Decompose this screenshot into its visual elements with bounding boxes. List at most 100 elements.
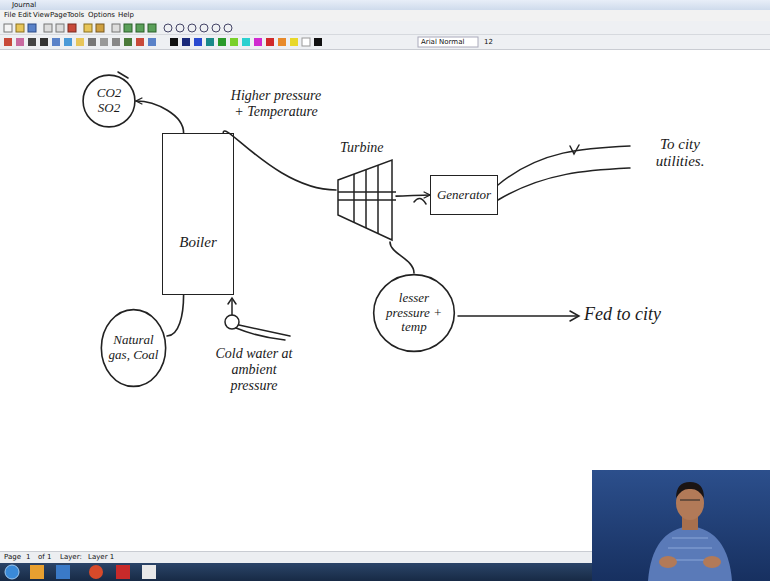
steam-note: Higher pressure + Temperature: [226, 88, 326, 120]
decor-shape: [4, 38, 12, 46]
diagram-wires: [118, 72, 630, 340]
feed-arrow: [458, 315, 578, 317]
taskbar-icons: [5, 565, 156, 579]
decor-shape: [116, 565, 130, 579]
fuel-circle: Natural gas, Coal: [100, 308, 167, 388]
turbine-shaft: [338, 199, 396, 201]
decor-shape: [254, 38, 262, 46]
decor-shape: [148, 38, 156, 46]
window-title: Journal: [12, 1, 36, 9]
menu-item: Options: [88, 11, 115, 19]
decor-shape: [4, 24, 12, 32]
decor-shape: [64, 38, 72, 46]
text-wrap: Natural gas, Coal: [100, 308, 167, 388]
decor-shape: [44, 24, 52, 32]
menu-item: Page: [50, 11, 67, 19]
decor-shape: [703, 556, 721, 568]
decor-shape: [16, 24, 24, 32]
pump-symbol: [225, 315, 239, 329]
pipe-connector: [223, 131, 336, 190]
exhaust-steam-circle: lesser pressure + temp: [372, 273, 456, 353]
decor-shape: [266, 38, 274, 46]
menu-bar: [0, 10, 770, 21]
status-text: 1: [26, 553, 30, 561]
decor-shape: [136, 38, 144, 46]
decor-shape: [592, 470, 770, 581]
decor-shape: [89, 565, 103, 579]
water-note: Cold water at ambient pressure: [208, 346, 300, 394]
menu-item: View: [33, 11, 50, 19]
city-note: Fed to city: [584, 304, 661, 325]
boiler-box: Boiler: [162, 133, 234, 295]
pipe-connector: [390, 242, 414, 273]
node-text: Generator: [437, 188, 491, 203]
feed-arrowhead: [570, 311, 579, 321]
decor-shape: [659, 556, 677, 568]
decor-shape: [112, 38, 120, 46]
decor-shape: [242, 38, 250, 46]
turbine-blade: [377, 165, 379, 233]
decor-shape: [148, 24, 156, 32]
toolbar-icons: [4, 24, 232, 32]
menu-item: Help: [118, 11, 134, 19]
decor-shape: [314, 38, 322, 46]
decor-shape: [56, 24, 64, 32]
circle-outline: [83, 75, 135, 127]
power-wire: [498, 168, 630, 200]
decor-shape: [676, 482, 704, 498]
turbine-blade: [365, 170, 367, 228]
decor-shape: [136, 24, 144, 32]
decor-shape: [680, 499, 700, 500]
decor-shape: [230, 38, 238, 46]
turbine-blade: [353, 174, 355, 222]
power-wire: [498, 146, 630, 185]
title-bar: [0, 0, 770, 10]
node-heading: Turbine: [340, 140, 384, 156]
decor-shape: [418, 37, 478, 47]
status-text: Layer:: [60, 553, 82, 561]
turbine-outline: [338, 160, 396, 240]
decor-shape: [648, 526, 732, 581]
node-text: Boiler: [179, 234, 217, 251]
decor-shape: [84, 24, 92, 32]
decor-shape: [88, 38, 96, 46]
menu-item: File: [4, 11, 16, 19]
turbine-shape: Turbine: [336, 140, 396, 242]
turbine-shaft: [338, 191, 396, 193]
decor-shape: [302, 38, 310, 46]
decor-shape: [68, 24, 76, 32]
status-text: Page: [4, 553, 21, 561]
inlet-pipe: [236, 328, 285, 340]
circle-outline: [374, 275, 455, 352]
decor-shape: [224, 24, 232, 32]
circle-outline: [101, 310, 165, 387]
decor-shape: [56, 565, 70, 579]
decor-shape: [52, 38, 60, 46]
pipe-connector: [396, 195, 430, 196]
decor-shape: [176, 24, 184, 32]
decor-shape: [212, 24, 220, 32]
node-text: CO2 SO2: [89, 86, 129, 116]
pen-tools: [4, 37, 478, 47]
decor-shape: [96, 24, 104, 32]
decor-shape: [218, 38, 226, 46]
decor-shape: [182, 38, 190, 46]
rotation-arrow: [414, 198, 426, 204]
inlet-pipe: [239, 325, 290, 336]
inlet-arrow: [228, 298, 236, 304]
decor-shape: [112, 24, 120, 32]
decor-shape: [290, 38, 298, 46]
pipe-connector: [136, 101, 184, 133]
status-text: of 1: [38, 553, 51, 561]
decor-shape: [28, 24, 36, 32]
status-text: Layer 1: [88, 553, 114, 561]
font-name: Arial Normal: [421, 38, 464, 46]
menu-item: Tools: [67, 11, 84, 19]
generator-box: Generator: [430, 175, 498, 215]
decor-shape: [30, 565, 44, 579]
turbine-outline: [336, 140, 396, 242]
decor-shape: [100, 38, 108, 46]
decor-shape: [200, 24, 208, 32]
decor-shape: [142, 565, 156, 579]
decor-shape: [76, 38, 84, 46]
